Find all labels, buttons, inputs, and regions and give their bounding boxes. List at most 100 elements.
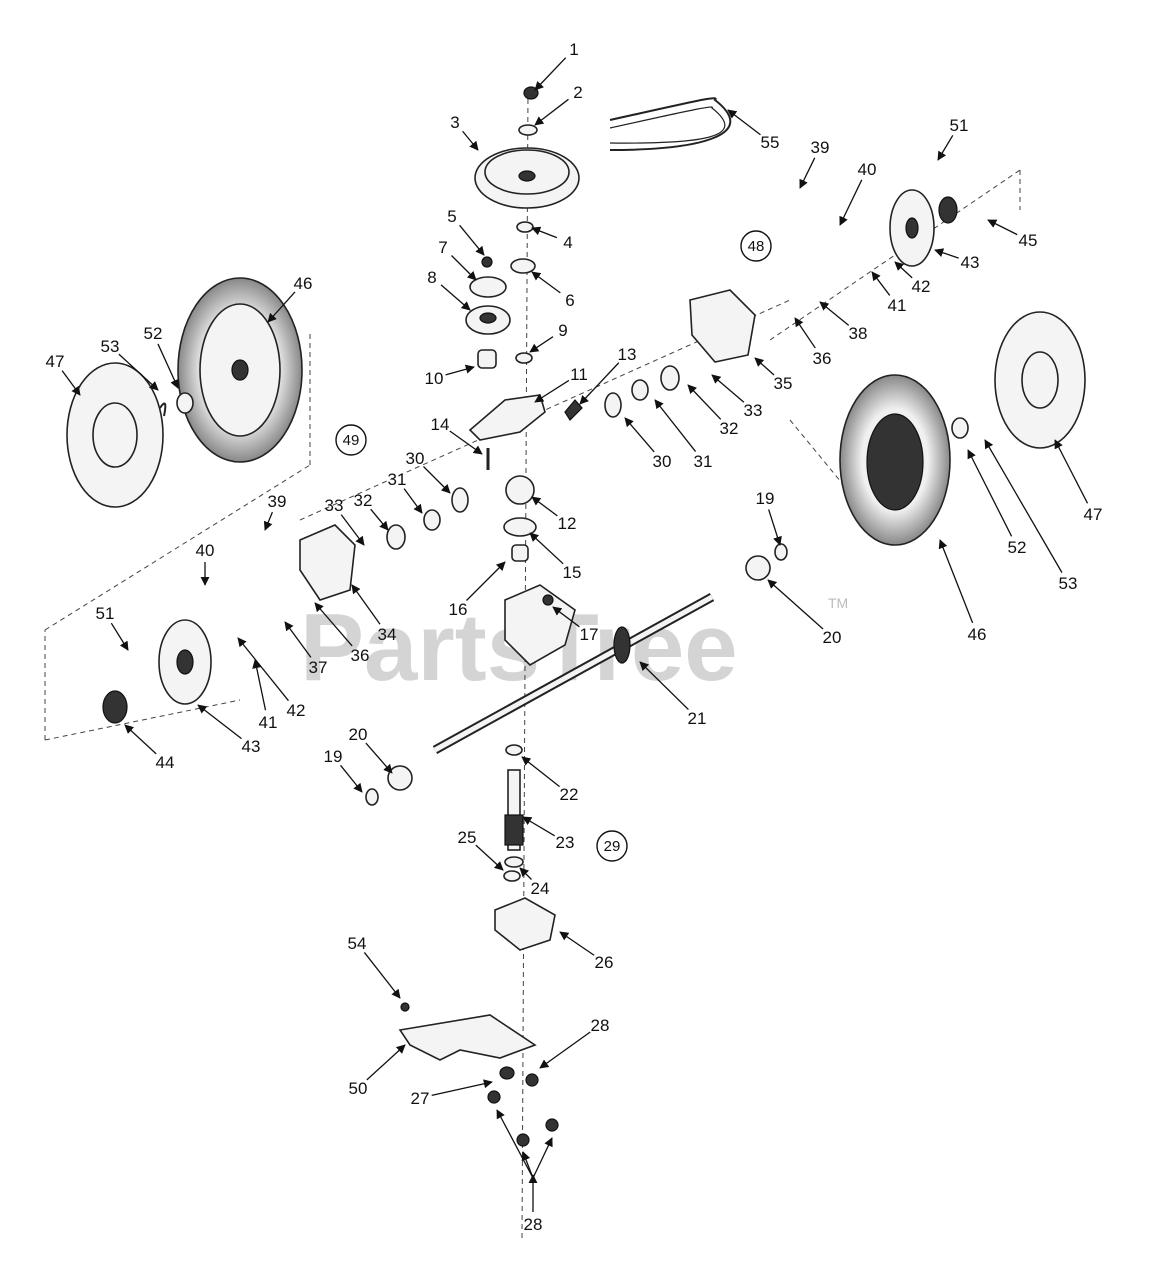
- bolt: [499, 1066, 515, 1080]
- callout-28: 28: [524, 1215, 543, 1234]
- bushing: [386, 524, 406, 550]
- leader-arrow-15: [529, 532, 564, 565]
- callout-20: 20: [349, 725, 368, 744]
- leader-arrow-30: [624, 417, 655, 453]
- bearing: [465, 305, 511, 335]
- callout-55: 55: [761, 133, 780, 152]
- hubcap-right: [994, 311, 1086, 449]
- leader-arrow-30: [423, 466, 451, 494]
- callout-45: 45: [1019, 231, 1038, 250]
- leader-arrow-25: [475, 844, 504, 871]
- cotter-pin: [159, 402, 167, 417]
- leader-arrow-50: [366, 1044, 406, 1081]
- gear-cover-left: [299, 524, 356, 601]
- leader-arrow-32: [370, 508, 389, 531]
- bushing: [477, 349, 497, 369]
- assembly-circle-29: [596, 830, 628, 862]
- assembly-label-48: 48: [748, 238, 765, 255]
- leader-arrow-52: [967, 449, 1013, 537]
- callout-42: 42: [287, 701, 306, 720]
- callout-7: 7: [438, 238, 447, 257]
- leader-arrow-53: [118, 353, 159, 391]
- leader-arrow-52: [157, 343, 179, 389]
- leader-arrow-9: [529, 336, 554, 353]
- drive-wheel-right: [889, 189, 935, 267]
- leader-arrow-3: [462, 130, 479, 151]
- leader-arrow-26: [559, 931, 595, 956]
- callout-46: 46: [968, 625, 987, 644]
- leader-arrow-47: [1054, 439, 1089, 504]
- leader-arrow-41: [252, 659, 267, 711]
- callout-32: 32: [720, 419, 739, 438]
- callout-27: 27: [411, 1089, 430, 1108]
- leader-arrow-38: [819, 301, 850, 326]
- callout-47: 47: [46, 352, 65, 371]
- leader-arrow-51: [110, 622, 129, 651]
- set-screw: [481, 256, 493, 268]
- leader-arrow-23: [522, 816, 556, 837]
- leader-arrow-32: [687, 384, 722, 420]
- washer: [510, 258, 536, 274]
- gear-case-upper: [504, 584, 576, 666]
- clutch-plate: [469, 276, 507, 298]
- callout-19: 19: [324, 747, 343, 766]
- callout-34: 34: [378, 625, 397, 644]
- callout-25: 25: [458, 828, 477, 847]
- callout-9: 9: [558, 321, 567, 340]
- bolt: [487, 1090, 501, 1104]
- callout-26: 26: [595, 953, 614, 972]
- leader-arrow-8: [440, 284, 471, 311]
- callout-31: 31: [388, 470, 407, 489]
- leader-arrow-43: [934, 248, 959, 259]
- callout-23: 23: [556, 833, 575, 852]
- callout-11: 11: [570, 365, 588, 384]
- leader-arrow-11: [534, 379, 570, 403]
- leader-arrow-24: [519, 867, 532, 880]
- callout-54: 54: [348, 934, 367, 953]
- assembly-label-49: 49: [343, 432, 360, 449]
- leader-arrow-10: [445, 364, 475, 376]
- leader-arrow-33: [711, 374, 745, 403]
- gear-cover-right: [689, 289, 756, 363]
- mounting-bracket: [398, 1014, 537, 1061]
- leader-arrow-27: [431, 1079, 493, 1097]
- leader-arrow-17: [552, 606, 580, 628]
- leader-arrow-21: [639, 661, 689, 711]
- callout-12: 12: [558, 514, 577, 533]
- leader-arrow-7: [451, 255, 477, 281]
- callout-6: 6: [565, 291, 574, 310]
- callout-53: 53: [1059, 574, 1078, 593]
- washer: [176, 392, 194, 414]
- callout-30: 30: [653, 452, 672, 471]
- callout-31: 31: [694, 452, 713, 471]
- callout-42: 42: [912, 277, 931, 296]
- callout-17: 17: [580, 625, 599, 644]
- leader-arrow-31: [403, 488, 423, 514]
- wheel-right: [839, 374, 951, 546]
- axle: [432, 593, 715, 754]
- bushing: [387, 765, 413, 791]
- leader-arrow-42: [237, 637, 289, 702]
- callout-50: 50: [349, 1079, 368, 1098]
- drive-pulley: [474, 147, 580, 209]
- callout-41: 41: [259, 713, 278, 732]
- bolt: [545, 1118, 559, 1132]
- callout-1: 1: [569, 40, 578, 59]
- leader-arrow-6: [531, 271, 561, 294]
- leader-arrow-53: [984, 439, 1063, 573]
- callout-40: 40: [858, 160, 877, 179]
- washer: [518, 124, 538, 136]
- watermark-trademark: TM: [828, 595, 848, 611]
- callout-20: 20: [823, 628, 842, 647]
- callout-38: 38: [849, 324, 868, 343]
- callout-36: 36: [813, 349, 832, 368]
- callout-30: 30: [406, 449, 425, 468]
- screw: [542, 594, 554, 606]
- callout-21: 21: [688, 709, 707, 728]
- o-ring: [774, 543, 788, 561]
- sleeve: [505, 475, 535, 505]
- leader-arrow-14: [449, 430, 483, 455]
- callout-2: 2: [573, 83, 582, 102]
